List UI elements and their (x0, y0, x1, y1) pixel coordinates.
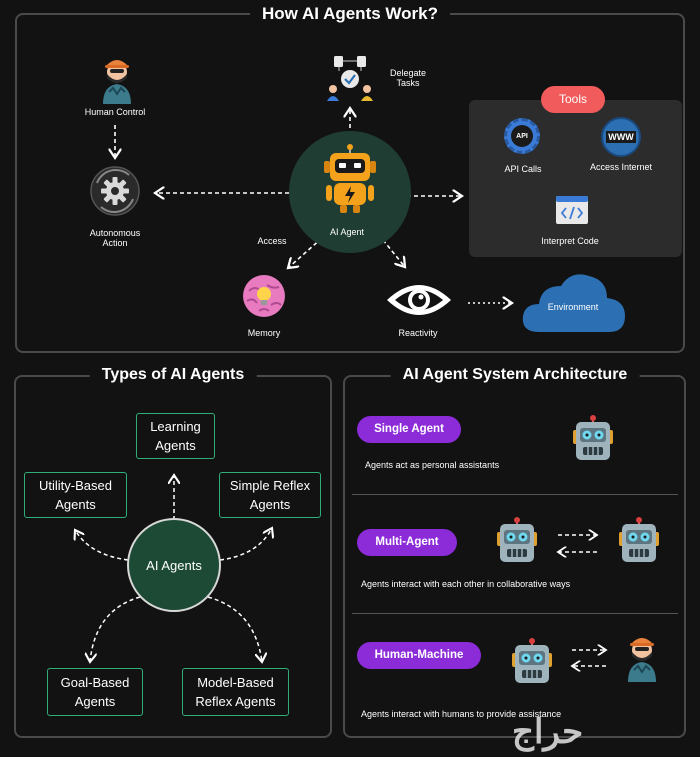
www-icon-text: WWW (606, 131, 636, 143)
access-internet-label: Access Internet (589, 162, 653, 172)
api-calls-label: API Calls (504, 164, 542, 174)
api-icon: API (504, 118, 540, 154)
gear-icon (90, 166, 140, 216)
learning-agents-box: Learning Agents (136, 413, 215, 459)
reactivity-label: Reactivity (398, 328, 438, 338)
environment-label: Environment (547, 302, 599, 312)
single-agent-desc: Agents act as personal assistants (365, 460, 500, 470)
how-ai-agents-work-title: How AI Agents Work? (250, 4, 450, 24)
types-of-ai-agents-title: Types of AI Agents (89, 366, 257, 384)
haraj-watermark: حراج (512, 713, 584, 751)
human-machine-pill: Human-Machine (357, 642, 481, 669)
single-agent-pill: Single Agent (357, 416, 461, 443)
ai-agents-center-circle: AI Agents (127, 518, 221, 612)
goal-based-agents-box: Goal-Based Agents (47, 668, 143, 716)
brain-icon (243, 275, 285, 317)
ai-agents-center-label: AI Agents (146, 557, 202, 573)
architecture-separator-1 (352, 494, 678, 495)
eye-icon (387, 285, 451, 315)
tools-box (469, 100, 682, 257)
human-control-label: Human Control (84, 107, 146, 117)
human-machine-desc: Agents interact with humans to provide a… (361, 709, 562, 719)
human-person-icon (628, 638, 656, 682)
cloud-icon (522, 274, 625, 332)
interpret-code-label: Interpret Code (541, 236, 599, 246)
robot-agent-icon (324, 144, 376, 213)
api-icon-inner: API (511, 125, 533, 147)
tools-badge: Tools (541, 86, 605, 113)
delegate-tasks-label: Delegate Tasks (389, 68, 427, 88)
ai-agent-label: AI Agent (329, 227, 365, 237)
memory-label: Memory (247, 328, 281, 338)
architecture-separator-2 (352, 613, 678, 614)
delegate-tasks-icon (327, 56, 373, 101)
autonomous-action-label: Autonomous Action (89, 228, 141, 248)
simple-reflex-agents-box: Simple Reflex Agents (219, 472, 321, 518)
architecture-title: AI Agent System Architecture (390, 366, 640, 384)
utility-based-agents-box: Utility-Based Agents (24, 472, 127, 518)
globe-icon: WWW (601, 117, 641, 157)
multi-agent-desc: Agents interact with each other in colla… (361, 579, 571, 589)
human-person-icon (103, 60, 131, 104)
multi-agent-pill: Multi-Agent (357, 529, 457, 556)
api-icon-text: API (516, 132, 528, 140)
access-label: Access (257, 236, 287, 246)
code-window-icon (556, 196, 588, 224)
model-based-reflex-agents-box: Model-Based Reflex Agents (182, 668, 289, 716)
